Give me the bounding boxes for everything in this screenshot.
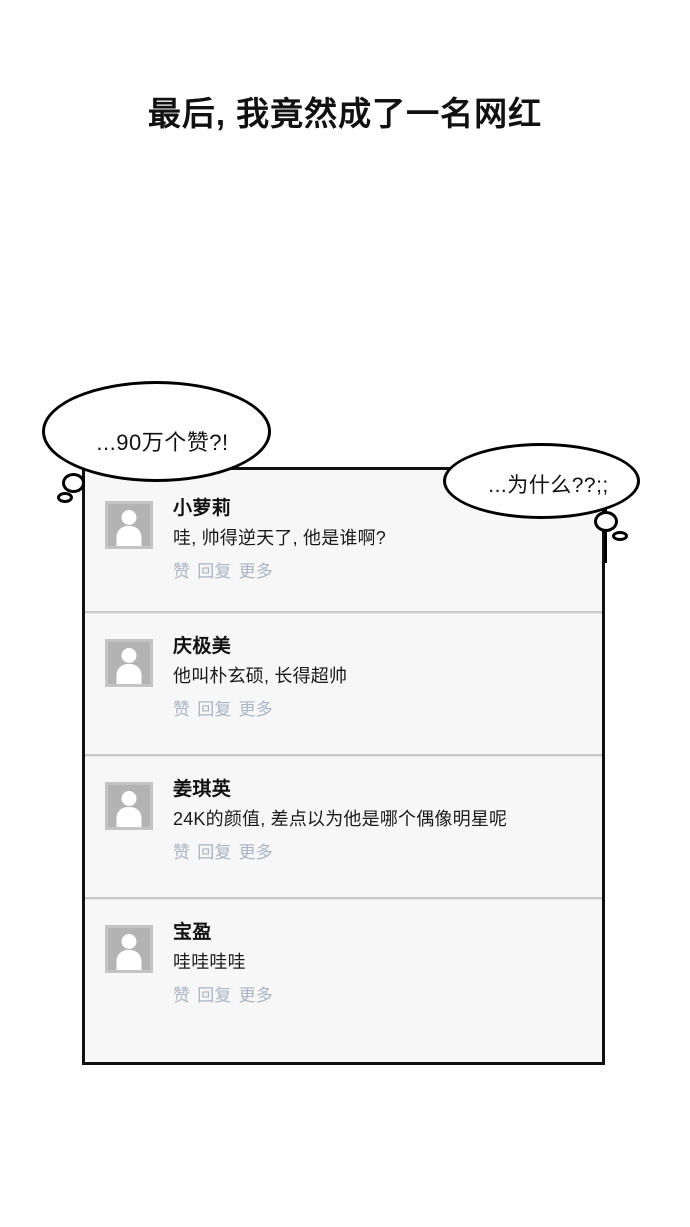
more-link[interactable]: 更多 [238, 699, 274, 719]
avatar-body [116, 664, 142, 684]
more-link[interactable]: 更多 [238, 985, 274, 1005]
avatar-icon [105, 501, 153, 549]
comment-actions: 赞回复更多 [173, 557, 602, 582]
thought-tail-dot-small [57, 492, 73, 503]
thought-tail-dot-large [62, 473, 85, 493]
comment-text: 24K的颜值, 差点以为他是哪个偶像明星呢 [173, 808, 508, 829]
thought-tail-dot-small [612, 531, 628, 541]
avatar-head [121, 510, 137, 525]
comment-item[interactable]: 小萝莉 哇, 帅得逆天了, 他是谁啊? 赞回复更多 [85, 470, 602, 613]
thought-bubble-likes: ...90万个赞?! [42, 381, 271, 482]
thought-bubble-text: ...为什么??;; [488, 474, 609, 497]
comment-text: 哇, 帅得逆天了, 他是谁啊? [173, 527, 387, 548]
avatar-head [121, 648, 137, 663]
thought-tail-stem [604, 505, 607, 563]
comment-actions: 赞回复更多 [173, 695, 602, 720]
reply-link[interactable]: 回复 [197, 561, 232, 581]
avatar-body [116, 807, 142, 827]
comment-item[interactable]: 姜琪英 24K的颜值, 差点以为他是哪个偶像明星呢 赞回复更多 [85, 754, 602, 899]
comment-author: 宝盈 [173, 922, 212, 943]
avatar-head [121, 934, 137, 949]
thought-bubble-text: ...90万个赞?! [96, 429, 229, 455]
comment-body: 小萝莉 哇, 帅得逆天了, 他是谁啊? 赞回复更多 [173, 497, 602, 582]
like-link[interactable]: 赞 [173, 985, 191, 1005]
comment-body: 庆极美 他叫朴玄硕, 长得超帅 赞回复更多 [173, 635, 602, 720]
thought-bubble-why: ...为什么??;; [443, 443, 640, 519]
reply-link[interactable]: 回复 [197, 842, 232, 862]
comment-actions: 赞回复更多 [173, 981, 602, 1006]
like-link[interactable]: 赞 [173, 699, 191, 719]
comment-list: 小萝莉 哇, 帅得逆天了, 他是谁啊? 赞回复更多 庆极美 他叫朴玄硕, 长得超… [85, 470, 602, 1062]
thought-tail-dot-large [594, 511, 618, 532]
comment-item[interactable]: 庆极美 他叫朴玄硕, 长得超帅 赞回复更多 [85, 611, 602, 756]
avatar-icon [105, 639, 153, 687]
comment-body: 宝盈 哇哇哇哇 赞回复更多 [173, 921, 602, 1006]
like-link[interactable]: 赞 [173, 842, 191, 862]
more-link[interactable]: 更多 [238, 561, 274, 581]
comment-text: 他叫朴玄硕, 长得超帅 [173, 665, 348, 686]
comment-panel: 小萝莉 哇, 帅得逆天了, 他是谁啊? 赞回复更多 庆极美 他叫朴玄硕, 长得超… [82, 467, 605, 1065]
like-link[interactable]: 赞 [173, 561, 191, 581]
more-link[interactable]: 更多 [238, 842, 274, 862]
page-title: 最后, 我竟然成了一名网红 [147, 95, 543, 132]
avatar-body [116, 950, 142, 970]
comment-author: 姜琪英 [173, 779, 232, 800]
comment-body: 姜琪英 24K的颜值, 差点以为他是哪个偶像明星呢 赞回复更多 [173, 778, 602, 863]
avatar-head [121, 791, 137, 806]
reply-link[interactable]: 回复 [197, 699, 232, 719]
avatar-body [116, 526, 142, 546]
comment-actions: 赞回复更多 [173, 838, 602, 863]
comment-author: 小萝莉 [173, 498, 232, 519]
comment-author: 庆极美 [173, 636, 232, 657]
comment-item[interactable]: 宝盈 哇哇哇哇 赞回复更多 [85, 897, 602, 1042]
reply-link[interactable]: 回复 [197, 985, 232, 1005]
comment-text: 哇哇哇哇 [173, 951, 246, 972]
avatar-icon [105, 782, 153, 830]
avatar-icon [105, 925, 153, 973]
